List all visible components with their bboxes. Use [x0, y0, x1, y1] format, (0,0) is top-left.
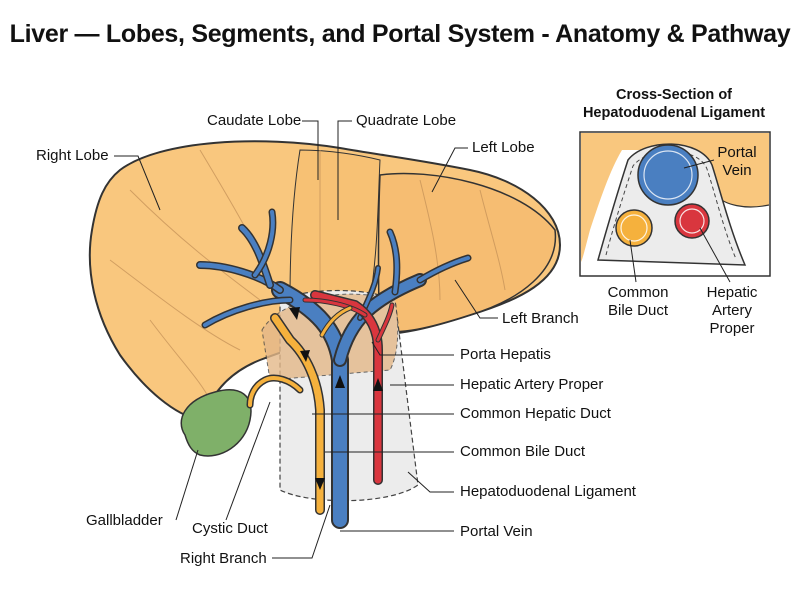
- label-gallbladder: Gallbladder: [86, 512, 163, 529]
- label-porta-hepatis: Porta Hepatis: [460, 346, 551, 363]
- flow-arrows: [289, 307, 383, 490]
- label-quadrate-lobe: Quadrate Lobe: [356, 112, 457, 129]
- inset-portal-vein-label-line1: Portal: [717, 144, 757, 161]
- label-right-lobe: Right Lobe: [36, 147, 109, 164]
- inset-title-line2: Hepatoduodenal Ligament: [582, 105, 766, 121]
- inset-bile-duct-label: Common Bile Duct: [596, 284, 680, 320]
- inset-portal-vein-label: Portal Vein: [710, 144, 764, 180]
- page-title: Liver — Lobes, Segments, and Portal Syst…: [9, 20, 791, 48]
- gallbladder: [180, 389, 252, 457]
- inset-hepatic-artery-label-line2: Artery: [711, 302, 752, 319]
- inset-bile-duct-label-line1: Common: [607, 284, 669, 301]
- left-lobe-shade: [377, 172, 557, 333]
- inset-portal-vein-label-line2: Vein: [722, 162, 752, 179]
- inset-portal-vein: [637, 144, 699, 206]
- label-left-branch: Left Branch: [502, 310, 579, 327]
- label-portal-vein: Portal Vein: [460, 523, 533, 540]
- inset-hepatic-artery-label-line3: Proper: [709, 320, 755, 337]
- leader-lines: [114, 120, 498, 559]
- hepatic-artery-vessel: [302, 290, 395, 485]
- inset-bile-duct-label-line2: Bile Duct: [607, 302, 669, 319]
- label-cystic-duct: Cystic Duct: [192, 520, 268, 537]
- inset-title: Cross-Section of Hepatoduodenal Ligament: [572, 86, 776, 122]
- bile-duct-vessels: [246, 305, 353, 515]
- label-common-hepatic-duct: Common Hepatic Duct: [460, 405, 611, 422]
- inset-liver-background: [581, 133, 769, 262]
- label-caudate-lobe: Caudate Lobe: [207, 112, 302, 129]
- inset-hepatic-artery-label-line1: Hepatic: [706, 284, 758, 301]
- label-left-lobe: Left Lobe: [472, 139, 535, 156]
- label-common-bile-duct: Common Bile Duct: [460, 443, 586, 460]
- cross-section-inset: [579, 131, 771, 283]
- label-right-branch: Right Branch: [180, 550, 267, 567]
- label-hepatoduodenal-ligament: Hepatoduodenal Ligament: [460, 483, 636, 500]
- inset-hepatic-artery-label: Hepatic Artery Proper: [700, 284, 764, 338]
- label-hepatic-artery-proper: Hepatic Artery Proper: [460, 376, 604, 393]
- quadrate-lobe-shade: [289, 149, 381, 301]
- inset-title-line1: Cross-Section of: [615, 87, 732, 103]
